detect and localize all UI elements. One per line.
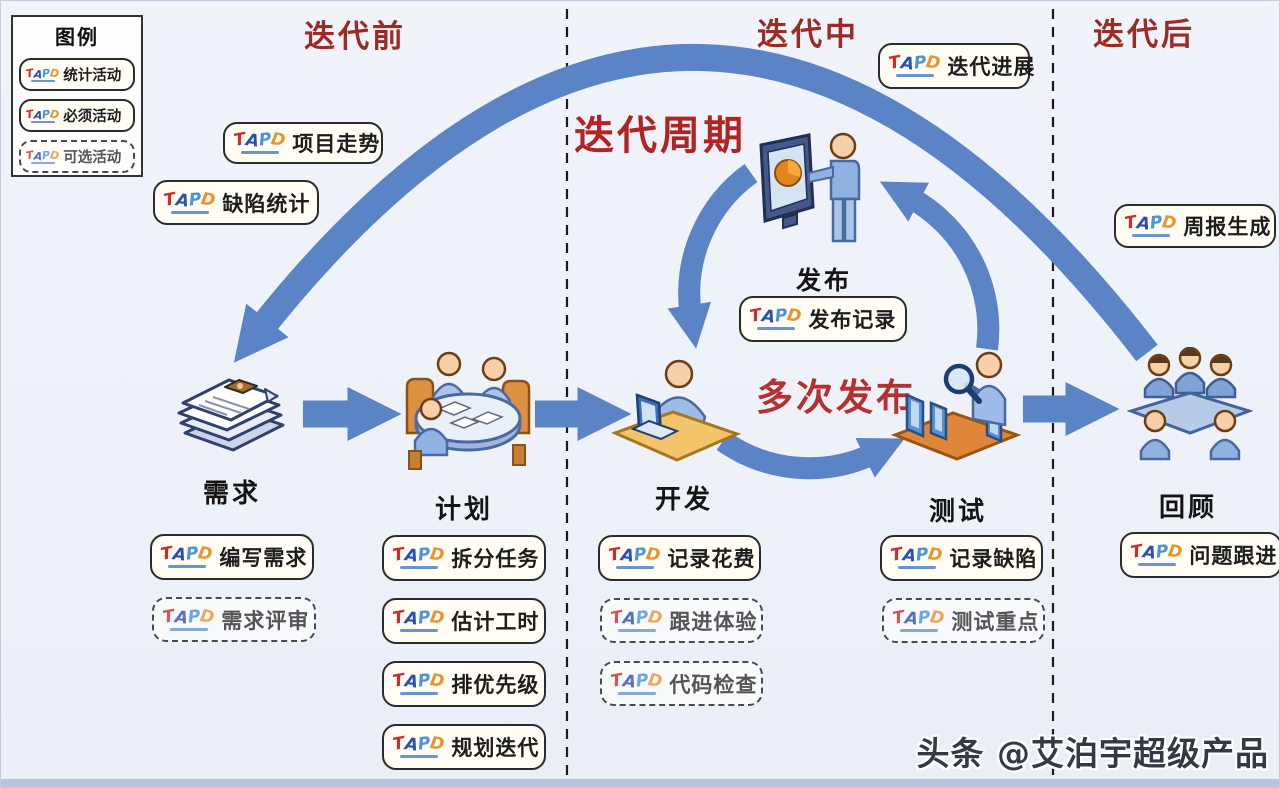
cycle-arc-development-to-testing xyxy=(716,431,905,480)
activity-label: 代码检查 xyxy=(669,672,758,697)
stage-title-testing: 测试 xyxy=(928,497,987,527)
legend-title: 图例 xyxy=(55,25,99,49)
activity-label: 跟进体验 xyxy=(669,609,758,634)
activity-label: 发布记录 xyxy=(808,308,897,332)
cycle-title: 迭代周期 xyxy=(574,113,746,159)
watermark: 头条 @艾泊宇超级产品 xyxy=(916,734,1269,773)
stage-title-review: 回顾 xyxy=(1158,493,1217,523)
release-monitor-icon xyxy=(759,132,861,243)
development-laptop-icon xyxy=(611,359,741,462)
cycle-arc-testing-to-release xyxy=(879,181,1000,351)
activity-label: 规划迭代 xyxy=(451,736,540,760)
iteration-return-arc xyxy=(233,44,1158,363)
release-stage-title: 发布 xyxy=(795,266,852,295)
activity-label: 问题跟进 xyxy=(1189,544,1278,568)
activity-label: 周报生成 xyxy=(1183,215,1272,239)
cycle-arc-release-to-development xyxy=(667,164,758,349)
phase-header-before: 迭代前 xyxy=(304,19,406,55)
stage-title-requirements: 需求 xyxy=(202,479,261,509)
activity-label: 记录花费 xyxy=(667,547,756,571)
legend-item-label: 可选活动 xyxy=(63,150,122,166)
activity-label: 缺陷统计 xyxy=(222,191,311,216)
activity-label: 需求评审 xyxy=(221,608,310,633)
activity-label: 项目走势 xyxy=(292,132,381,156)
activity-label: 排优先级 xyxy=(451,673,540,697)
stage-title-development: 开发 xyxy=(654,485,713,515)
stage-title-planning: 计划 xyxy=(434,495,493,525)
phase-header-after: 迭代后 xyxy=(1093,17,1195,53)
activity-label: 拆分任务 xyxy=(451,547,540,571)
bottom-edge-strip xyxy=(1,779,1279,787)
activity-label: 估计工时 xyxy=(451,610,540,634)
phase-header-during: 迭代中 xyxy=(757,17,859,53)
activity-label: 迭代进展 xyxy=(947,55,1036,79)
activity-label: 编写需求 xyxy=(219,546,308,570)
legend-item-label: 统计活动 xyxy=(63,68,122,84)
multi-release-label: 多次发布 xyxy=(756,376,916,419)
legend-item-label: 必须活动 xyxy=(63,109,122,125)
planning-table-icon xyxy=(405,351,531,470)
testing-devices-icon xyxy=(891,351,1021,461)
activity-label: 测试重点 xyxy=(951,609,1040,634)
review-meeting-icon xyxy=(1127,347,1253,461)
activity-label: 记录缺陷 xyxy=(949,547,1038,571)
requirements-stack-icon xyxy=(177,378,285,452)
